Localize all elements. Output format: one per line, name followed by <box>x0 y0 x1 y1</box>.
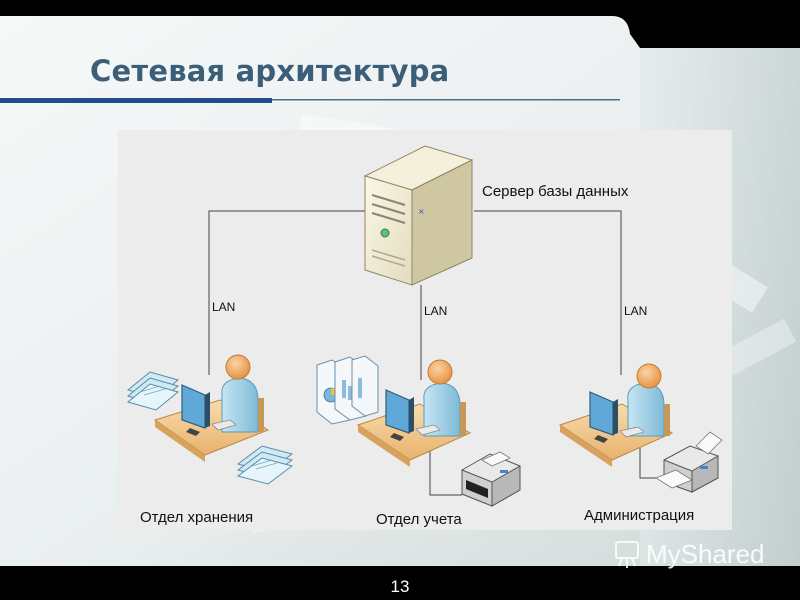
workstation-storage <box>153 354 270 462</box>
report-documents-icon <box>316 355 379 425</box>
logo-mark-icon <box>615 541 639 568</box>
printer-line-accounting <box>429 440 462 496</box>
title-underline <box>272 99 620 101</box>
user-head-icon <box>225 354 251 380</box>
lan-label-admin: LAN <box>624 304 647 318</box>
department-label-admin: Администрация <box>584 507 694 524</box>
title-accent-bar <box>0 98 272 103</box>
page-number: 13 <box>390 577 410 596</box>
lan-connections <box>208 210 660 496</box>
database-server-icon: × <box>363 145 474 286</box>
lan-label-accounting: LAN <box>424 304 447 318</box>
document-stack-icon-2 <box>236 445 294 485</box>
keyboard-icon-2 <box>415 424 441 436</box>
printer-icon-2 <box>655 431 723 493</box>
watermark: MyShared <box>612 536 782 577</box>
user-head-icon-3 <box>636 363 662 389</box>
svg-text:×: × <box>418 207 425 216</box>
keyboard-icon-3 <box>619 426 645 438</box>
myshared-logo: MyShared <box>615 539 765 569</box>
department-label-storage: Отдел хранения <box>140 509 253 526</box>
user-head-icon-2 <box>427 359 453 385</box>
watermark-text: MyShared <box>646 539 765 569</box>
workstation-accounting <box>356 359 472 467</box>
slide-title: Сетевая архитектура <box>90 54 450 88</box>
keyboard-icon <box>211 419 237 431</box>
lan-line-storage <box>208 210 365 375</box>
lan-label-storage: LAN <box>212 300 235 314</box>
document-stack-icon <box>126 371 180 411</box>
printer-line-admin <box>639 448 660 479</box>
workstation-admin <box>558 363 674 467</box>
server-label: Сервер базы данных <box>482 183 629 200</box>
printer-icon <box>461 451 521 507</box>
department-label-accounting: Отдел учета <box>376 511 462 528</box>
lan-line-admin <box>474 210 622 375</box>
